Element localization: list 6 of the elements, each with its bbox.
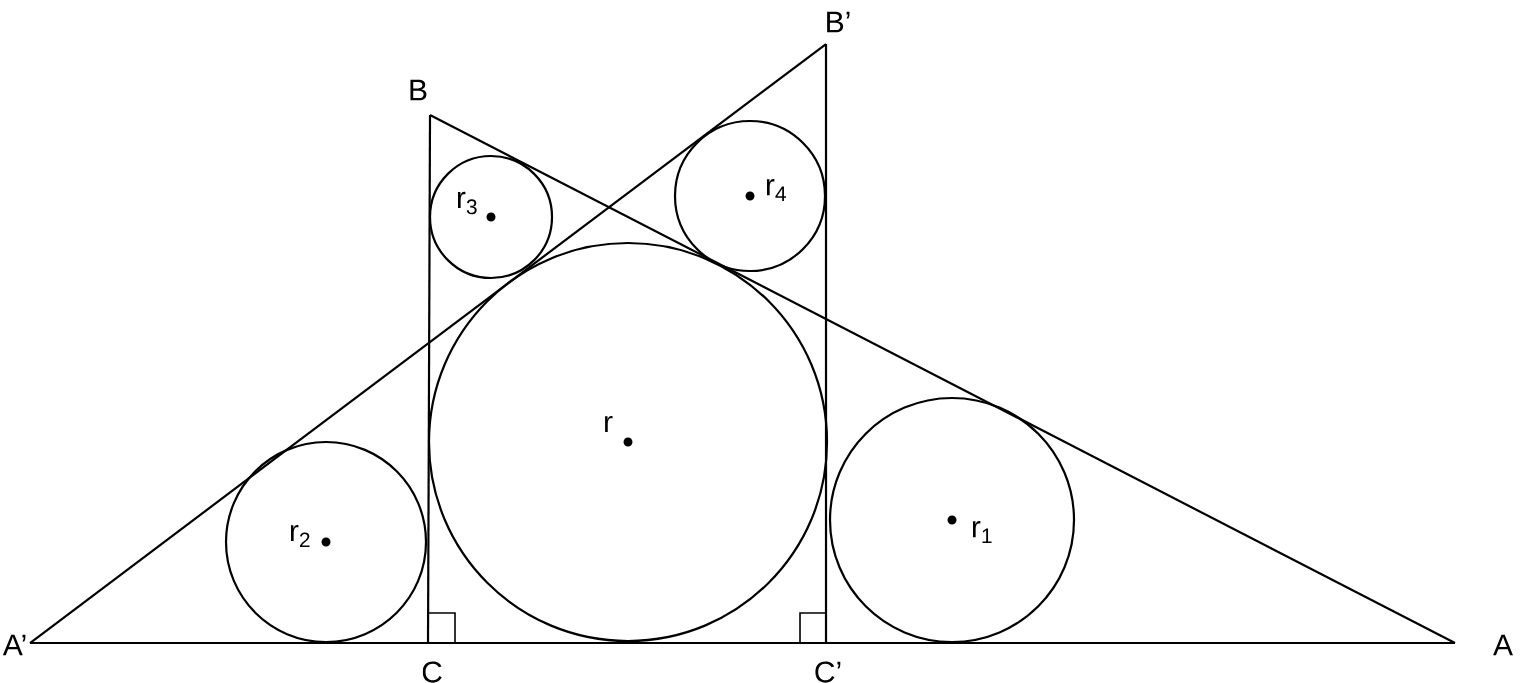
point-label: A’	[2, 634, 26, 656]
point-label: A	[1493, 634, 1513, 656]
point-label: B	[410, 79, 427, 101]
point-label: C’	[815, 661, 841, 683]
point-label: C	[422, 661, 442, 683]
point-label: B’	[827, 11, 850, 33]
